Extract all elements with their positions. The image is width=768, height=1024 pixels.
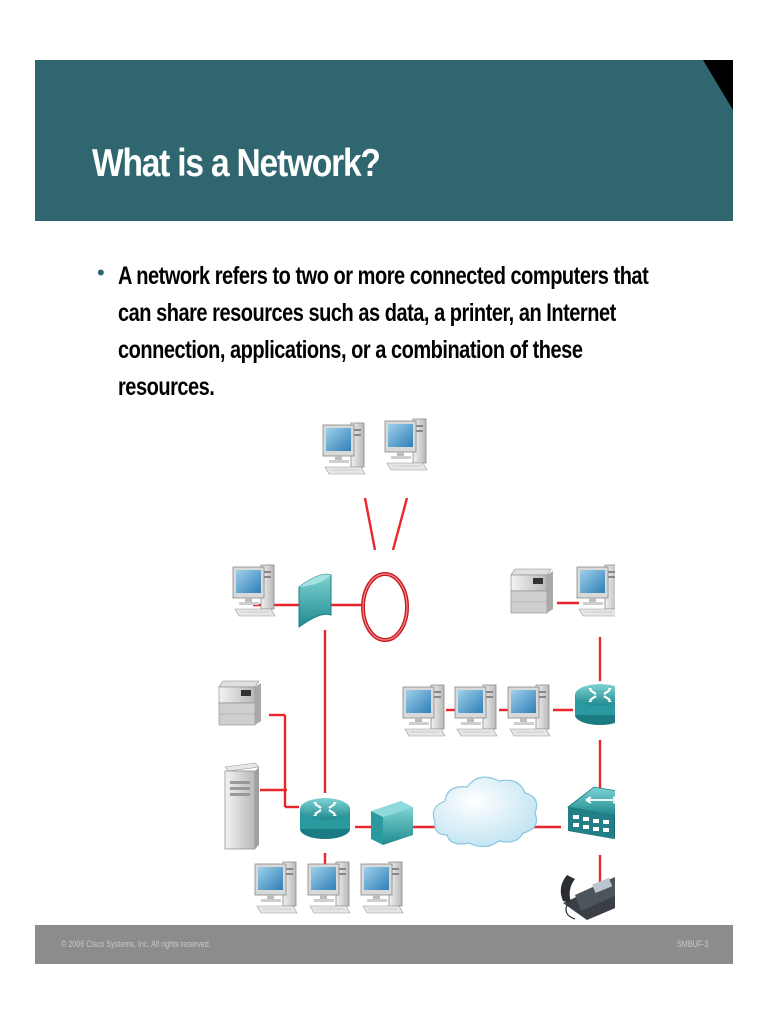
cloud-icon bbox=[432, 776, 538, 848]
desktop-pc-icon bbox=[384, 418, 428, 471]
slide: What is a Network? • A network refers to… bbox=[35, 60, 733, 964]
slide-code: SMBUF-3 bbox=[677, 939, 709, 949]
printer-icon bbox=[218, 680, 262, 726]
router-icon bbox=[573, 682, 615, 727]
footer-bar: © 2006 Cisco Systems, Inc. All rights re… bbox=[35, 925, 733, 964]
printer-icon bbox=[510, 568, 554, 614]
bridge-icon bbox=[371, 801, 413, 845]
desktop-pc-icon bbox=[322, 422, 366, 475]
desktop-pc-icon bbox=[307, 861, 351, 914]
bullet-dot-icon: • bbox=[97, 260, 105, 285]
bullet-text: A network refers to two or more connecte… bbox=[118, 262, 649, 401]
title-bar: What is a Network? bbox=[35, 60, 733, 221]
desktop-pc-icon bbox=[454, 684, 498, 737]
desktop-pc-icon bbox=[232, 564, 276, 617]
desktop-pc-icon bbox=[507, 684, 551, 737]
token-ring-icon bbox=[361, 572, 409, 642]
slide-title: What is a Network? bbox=[92, 142, 381, 185]
desktop-pc-icon bbox=[254, 861, 298, 914]
desktop-pc-icon bbox=[402, 684, 446, 737]
desktop-pc-icon bbox=[576, 564, 615, 617]
hub-icon bbox=[298, 573, 332, 628]
network-links bbox=[253, 497, 602, 890]
desktop-pc-icon bbox=[360, 861, 404, 914]
tower-server-icon bbox=[224, 762, 260, 850]
router-icon bbox=[298, 796, 352, 841]
corner-accent bbox=[703, 60, 733, 110]
network-diagram bbox=[218, 418, 615, 920]
ip-phone-icon bbox=[560, 875, 615, 920]
copyright-text: © 2006 Cisco Systems, Inc. All rights re… bbox=[61, 939, 211, 949]
switch-icon bbox=[567, 786, 615, 839]
